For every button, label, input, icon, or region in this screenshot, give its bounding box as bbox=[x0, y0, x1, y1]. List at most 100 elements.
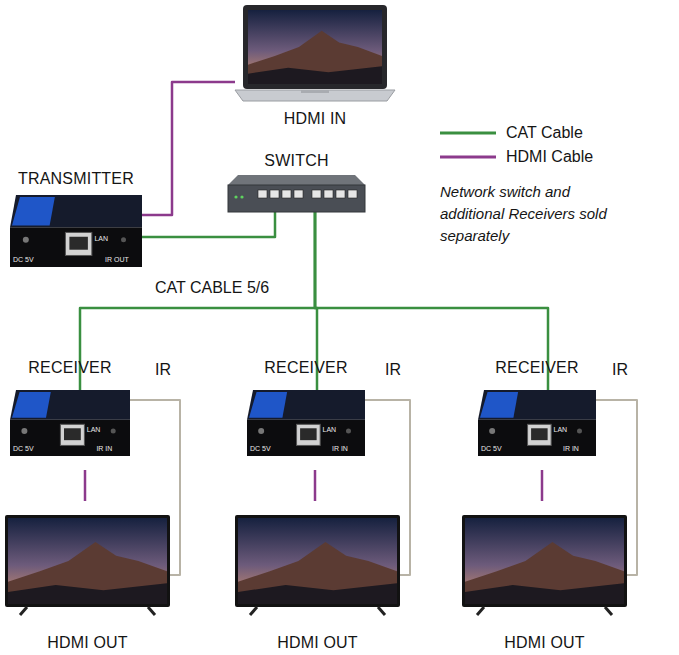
cat-cable bbox=[142, 212, 275, 237]
device-label: SWITCH bbox=[158, 151, 435, 171]
tv-leg bbox=[148, 607, 155, 615]
device-label: HDMI OUT bbox=[392, 633, 679, 653]
dc-jack bbox=[258, 428, 264, 434]
legend-text: CAT Cable bbox=[506, 124, 583, 142]
device-sticker bbox=[12, 392, 51, 418]
port-label: DC 5V bbox=[13, 256, 34, 264]
tv-display: HDMI OUT bbox=[5, 515, 170, 615]
tv-leg bbox=[378, 607, 385, 615]
screen-image bbox=[8, 518, 167, 604]
receiver-box: RECEIVERDC 5VLANIR IN bbox=[478, 390, 596, 456]
device-front bbox=[10, 227, 142, 267]
lan-port-socket bbox=[64, 428, 81, 440]
laptop-notch bbox=[301, 90, 329, 93]
screen-image bbox=[465, 518, 624, 604]
laptop-source: HDMI IN bbox=[235, 5, 395, 101]
tv-display-art bbox=[5, 515, 170, 615]
foreground-shape bbox=[8, 583, 167, 604]
legend-line-sample bbox=[440, 154, 496, 160]
port-label: LAN bbox=[554, 426, 568, 434]
device-front bbox=[478, 420, 596, 456]
switch-port bbox=[348, 190, 357, 198]
port-label: LAN bbox=[323, 426, 337, 434]
mountain-shape bbox=[238, 542, 397, 604]
port-label: DC 5V bbox=[250, 445, 271, 453]
mountain-shape bbox=[465, 542, 624, 604]
tv-frame bbox=[5, 515, 170, 607]
tv-leg bbox=[605, 607, 612, 615]
switch-top bbox=[228, 175, 365, 185]
device-label: HDMI IN bbox=[165, 109, 465, 129]
lan-port bbox=[65, 232, 91, 255]
device-label: TRANSMITTER bbox=[0, 169, 212, 189]
hdmi-cable bbox=[142, 82, 235, 215]
lan-port bbox=[297, 424, 321, 445]
legend-row: CAT Cable bbox=[440, 121, 583, 145]
laptop-source-art bbox=[235, 5, 395, 101]
foreground-shape bbox=[248, 66, 382, 84]
mountain-shape bbox=[8, 542, 167, 604]
switch-port bbox=[324, 190, 333, 198]
legend-row: HDMI Cable bbox=[440, 145, 593, 169]
device-front bbox=[10, 420, 130, 456]
switch-port bbox=[258, 190, 267, 198]
dc-jack bbox=[23, 237, 29, 243]
edge-label: IR bbox=[155, 360, 171, 380]
lan-port bbox=[60, 424, 84, 445]
dc-jack bbox=[489, 428, 495, 434]
switch-led bbox=[240, 195, 243, 198]
lan-port-socket bbox=[69, 237, 87, 250]
device-label: HDMI OUT bbox=[0, 633, 240, 653]
port-label: IR OUT bbox=[105, 256, 129, 264]
tv-frame bbox=[462, 515, 627, 607]
switch-led bbox=[234, 195, 237, 198]
lan-port bbox=[528, 424, 552, 445]
sales-note: Network switch and additional Receivers … bbox=[440, 181, 630, 247]
device-label: HDMI OUT bbox=[165, 633, 470, 653]
network-switch-art bbox=[228, 175, 365, 212]
switch-port bbox=[312, 190, 321, 198]
device-top bbox=[10, 195, 142, 227]
ir-jack bbox=[111, 428, 116, 433]
device-top bbox=[247, 390, 365, 420]
laptop-base bbox=[235, 90, 395, 101]
tv-display: HDMI OUT bbox=[462, 515, 627, 615]
lan-port-socket bbox=[300, 428, 317, 440]
hdmi-cable bbox=[314, 470, 317, 501]
edge-label: IR bbox=[385, 360, 401, 380]
tv-leg bbox=[250, 607, 257, 615]
receiver-box: RECEIVERDC 5VLANIR IN bbox=[10, 390, 130, 456]
switch-port bbox=[282, 190, 291, 198]
hdmi-cable bbox=[541, 470, 544, 501]
device-top bbox=[10, 390, 130, 420]
tv-leg bbox=[477, 607, 484, 615]
port-label: DC 5V bbox=[13, 445, 34, 453]
device-top bbox=[478, 390, 596, 420]
port-label: LAN bbox=[87, 426, 101, 434]
switch-port bbox=[294, 190, 303, 198]
switch-front bbox=[228, 185, 365, 212]
tv-leg bbox=[20, 607, 27, 615]
edge-label: IR bbox=[612, 360, 628, 380]
port-label: IR IN bbox=[96, 445, 112, 453]
device-front bbox=[247, 420, 365, 456]
ir-jack bbox=[346, 428, 351, 433]
port-label: IR IN bbox=[332, 445, 348, 453]
ir-jack bbox=[577, 428, 582, 433]
lan-port-socket bbox=[531, 428, 548, 440]
foreground-shape bbox=[465, 583, 624, 604]
legend-line-sample bbox=[440, 130, 496, 136]
tv-display: HDMI OUT bbox=[235, 515, 400, 615]
screen-image bbox=[248, 10, 382, 84]
legend-line bbox=[440, 156, 496, 159]
mountain-shape bbox=[248, 31, 382, 84]
port-label: LAN bbox=[94, 235, 108, 243]
legend-text: HDMI Cable bbox=[506, 148, 593, 166]
port-label: DC 5V bbox=[481, 445, 502, 453]
tv-display-art bbox=[462, 515, 627, 615]
transmitter-box: TRANSMITTERDC 5VLANIR OUT bbox=[10, 195, 142, 267]
dc-jack bbox=[21, 428, 27, 434]
device-sticker bbox=[480, 392, 518, 418]
network-switch: SWITCH bbox=[228, 175, 365, 212]
